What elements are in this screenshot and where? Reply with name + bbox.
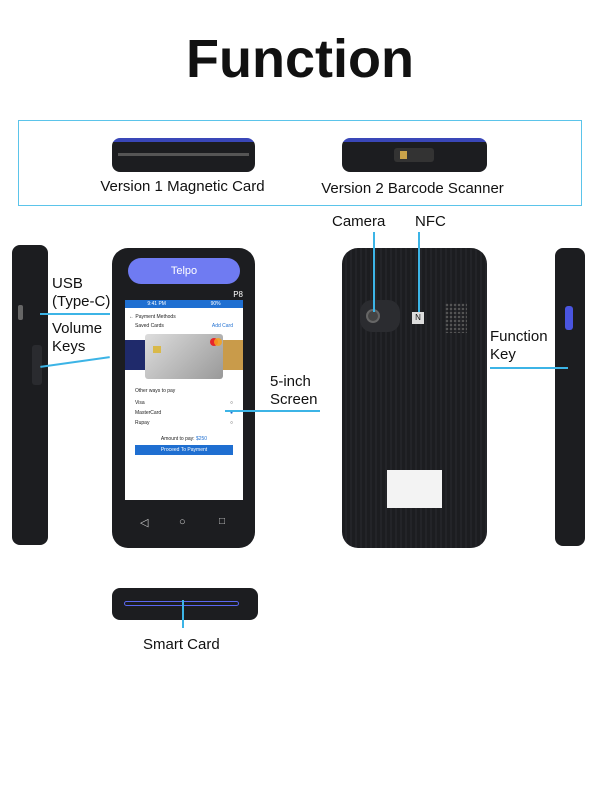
home-nav-icon[interactable]: ○	[179, 516, 186, 528]
device-screen: 9:41 PM 90% ← Payment Methods Saved Cards…	[125, 300, 243, 500]
nfc-icon: N	[412, 312, 424, 324]
back-nav-icon[interactable]: ◁	[140, 517, 149, 529]
barcode-scanner-version-top	[342, 138, 487, 172]
amount-label: Amount to pay:	[160, 436, 195, 442]
credit-card-image	[145, 334, 223, 379]
usb-label: USB (Type-C)	[52, 275, 111, 310]
speaker-grille	[445, 303, 467, 333]
versions-box	[18, 120, 582, 206]
method-visa[interactable]: Visa○	[135, 400, 233, 406]
header-text: Payment Methods	[135, 314, 176, 320]
usb-port	[18, 305, 23, 320]
proceed-button[interactable]: Proceed To Payment	[135, 445, 233, 455]
device-label-sticker	[387, 470, 442, 508]
other-ways-label: Other ways to pay	[135, 388, 176, 394]
amount-value: $250	[195, 436, 208, 442]
camera-module	[360, 300, 400, 332]
brand-logo: Telpo	[128, 258, 240, 284]
status-battery: 90%	[210, 301, 221, 307]
smart-card-label: Smart Card	[143, 636, 220, 653]
version-1-label: Version 1 Magnetic Card	[100, 178, 265, 195]
screen-label: 5-inch Screen	[270, 373, 318, 408]
add-card-link[interactable]: Add Card	[211, 323, 233, 329]
volume-keys-label: Volume Keys	[52, 320, 103, 355]
nfc-label: NFC	[415, 213, 446, 230]
smart-card-bottom-view	[112, 588, 258, 620]
magnetic-card-version-top	[112, 138, 255, 172]
camera-label: Camera	[332, 213, 386, 230]
method-rupay[interactable]: Rupay○	[135, 420, 233, 426]
volume-keys	[32, 345, 42, 385]
saved-cards-label: Saved Cards	[135, 323, 164, 329]
left-side-view	[12, 245, 48, 545]
smart-card-slot	[124, 601, 239, 606]
recents-nav-icon[interactable]: □	[219, 516, 226, 527]
function-key-label: Function Key	[490, 328, 548, 363]
page-title: Function	[186, 29, 414, 89]
version-2-label: Version 2 Barcode Scanner	[321, 180, 504, 197]
model-label: P8	[233, 290, 243, 299]
right-side-view	[555, 248, 585, 546]
method-mastercard[interactable]: MasterCard●	[135, 410, 233, 416]
device-back: N	[342, 248, 487, 548]
status-time: 9:41 PM	[147, 301, 166, 307]
function-key	[565, 306, 573, 330]
screen-header: ← Payment Methods	[129, 314, 176, 320]
